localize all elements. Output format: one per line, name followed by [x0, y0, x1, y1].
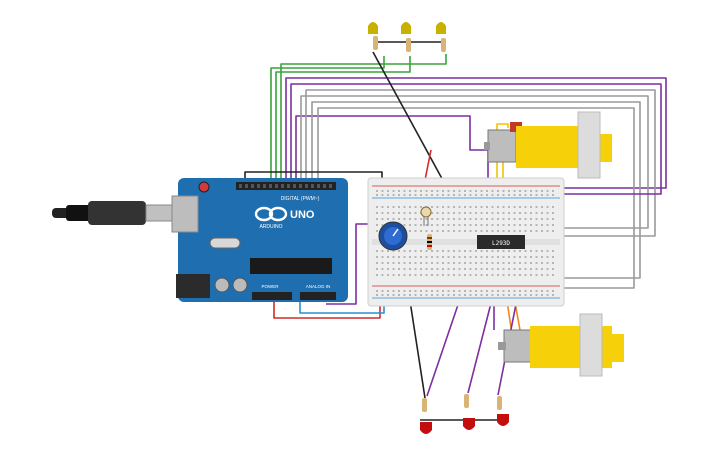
photoresistor[interactable]	[420, 206, 432, 226]
led-red-3[interactable]	[497, 396, 509, 426]
potentiometer[interactable]	[378, 221, 408, 251]
analog-header	[300, 292, 336, 300]
led-red-1[interactable]	[420, 398, 432, 434]
digital-header	[236, 182, 336, 190]
arduino-model: UNO	[290, 209, 315, 221]
analog-label: ANALOG IN	[306, 284, 331, 289]
breadboard[interactable]	[367, 177, 565, 307]
motor-driver-chip[interactable]: L293D	[477, 235, 525, 249]
wire-purple[interactable]	[290, 83, 662, 195]
wire-black[interactable]	[372, 51, 447, 187]
driver-chip-label: L293D	[492, 240, 510, 247]
dc-motor-bottom[interactable]	[498, 313, 624, 377]
usb-cable[interactable]	[52, 201, 177, 225]
wire-green[interactable]	[280, 54, 447, 186]
wire-gray[interactable]	[300, 95, 649, 229]
resistor[interactable]	[427, 234, 432, 250]
wire-gray[interactable]	[317, 107, 635, 289]
breadboard-holes	[376, 190, 554, 296]
wire-green[interactable]	[270, 56, 385, 186]
led-yellow-3[interactable]	[436, 22, 446, 52]
led-yellow-2[interactable]	[401, 22, 411, 52]
dc-motor-top[interactable]	[484, 111, 612, 179]
wire-purple[interactable]	[285, 77, 667, 189]
wire-gray[interactable]	[311, 101, 641, 279]
wire-yellow[interactable]	[496, 123, 509, 210]
arduino-uno-board[interactable]: DIGITAL (PWM~) UNO ARDUINO POWER ANALOG …	[171, 178, 348, 302]
led-yellow-1[interactable]	[368, 22, 378, 50]
wire-gray[interactable]	[305, 89, 656, 237]
power-label: POWER	[261, 284, 279, 289]
microcontroller-chip	[250, 258, 332, 274]
power-header	[252, 292, 292, 300]
led-red-2[interactable]	[463, 394, 475, 430]
arduino-brand: ARDUINO	[259, 224, 282, 230]
digital-label: DIGITAL (PWM~)	[281, 196, 320, 202]
arduino-logo-icon	[254, 206, 288, 222]
